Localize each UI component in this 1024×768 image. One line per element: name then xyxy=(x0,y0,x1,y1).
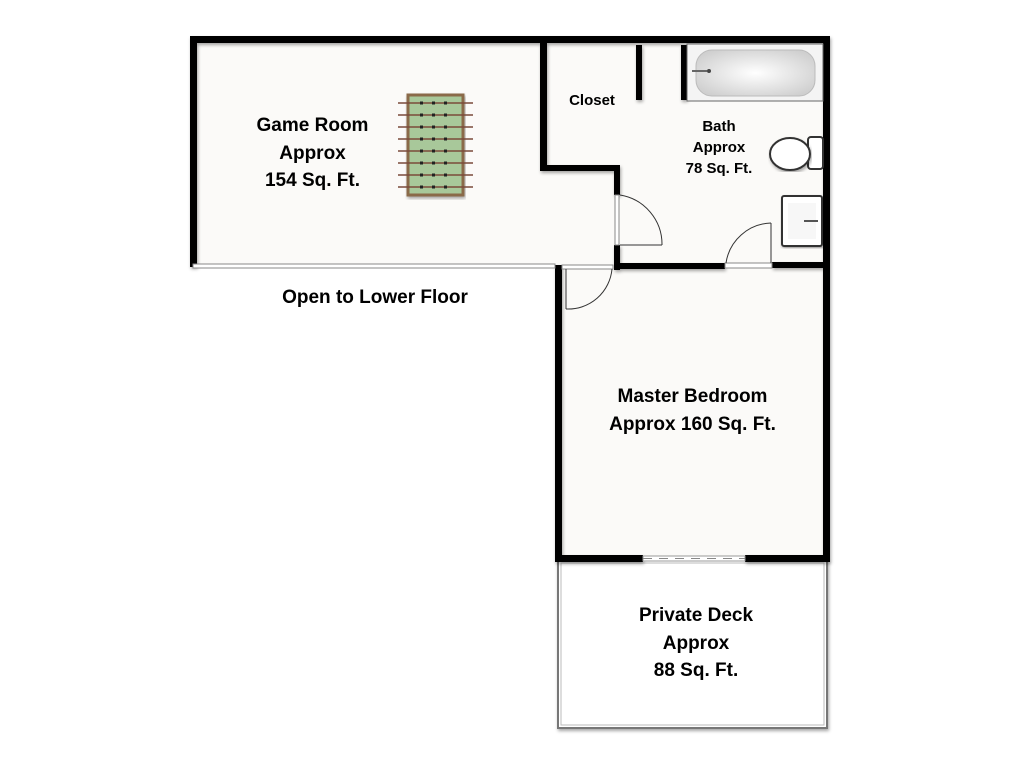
bath-approx: Approx xyxy=(692,139,746,156)
bath-area: 78 Sq. Ft. xyxy=(685,160,753,177)
game-room-area: 154 Sq. Ft. xyxy=(264,170,361,192)
deck-window xyxy=(642,555,746,562)
master-bedroom-name: Master Bedroom xyxy=(617,386,768,407)
game-room-name: Game Room xyxy=(256,115,369,136)
master-bedroom-label: Master Bedroom Approx 160 Sq. Ft. xyxy=(570,383,815,438)
walls xyxy=(190,36,830,562)
deck-outline xyxy=(557,559,828,729)
doors xyxy=(561,194,773,310)
game-room-approx: Approx xyxy=(279,142,346,164)
sink-icon xyxy=(781,195,823,247)
private-deck-approx: Approx xyxy=(662,632,730,654)
game-room-label: Game Room Approx 154 Sq. Ft. xyxy=(230,112,395,195)
private-deck-area: 88 Sq. Ft. xyxy=(653,660,739,682)
bathtub-icon xyxy=(686,43,824,102)
open-edge-rail xyxy=(192,263,556,269)
foosball-table-icon xyxy=(398,93,473,197)
bath-name: Bath xyxy=(702,118,736,135)
master-bedroom-area: Approx 160 Sq. Ft. xyxy=(609,413,776,435)
open-to-lower-floor-note: Open to Lower Floor xyxy=(282,287,468,308)
private-deck-label: Private Deck Approx 88 Sq. Ft. xyxy=(596,602,796,685)
toilet-icon xyxy=(769,136,824,171)
private-deck-name: Private Deck xyxy=(638,605,754,626)
bath-label: Bath Approx 78 Sq. Ft. xyxy=(669,116,769,179)
closet-label: Closet xyxy=(569,92,615,109)
